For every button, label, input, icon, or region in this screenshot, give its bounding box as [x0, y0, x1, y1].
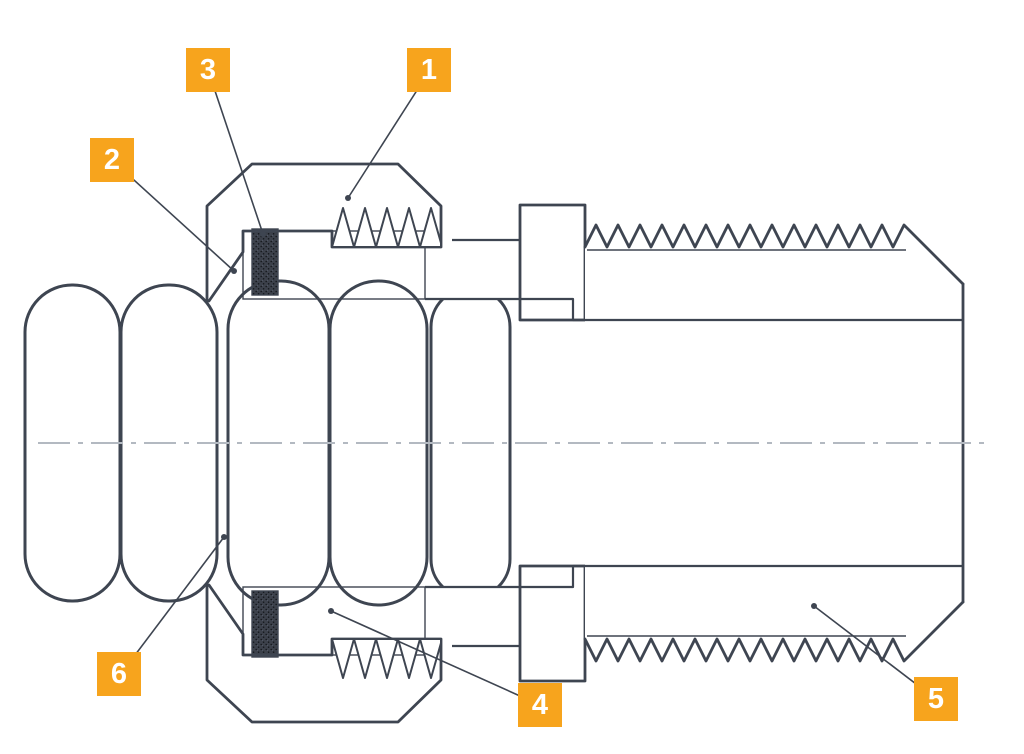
leader-dot-4 [328, 608, 334, 614]
seal-ferrule [242, 230, 426, 300]
leader-dot-2 [231, 268, 237, 274]
callout-6-number: 6 [110, 657, 128, 690]
callout-6: 6 [97, 652, 141, 696]
body-neck [441, 240, 520, 300]
nut-thread-mesh [331, 207, 442, 248]
callout-3: 3 [186, 48, 230, 92]
gasket [251, 228, 279, 296]
callout-1-number: 1 [420, 53, 438, 86]
callout-1: 1 [407, 48, 451, 92]
callout-3-number: 3 [199, 53, 217, 86]
fitting-upper-half [205, 162, 965, 445]
leader-dot-3 [260, 231, 266, 237]
hex-flange [518, 203, 587, 322]
leader-line-3 [207, 69, 264, 235]
callout-2: 2 [90, 138, 134, 182]
leader-dot-5 [811, 603, 817, 609]
leader-line-4 [330, 610, 541, 706]
threaded-body [585, 225, 963, 443]
male-thread-profile [583, 223, 965, 286]
callout-5-number: 5 [927, 682, 945, 715]
bore-line [425, 297, 963, 322]
callout-5: 5 [914, 677, 958, 721]
callout-4: 4 [518, 683, 562, 727]
leader-dot-1 [345, 195, 351, 201]
leader-dot-6 [221, 534, 227, 540]
callout-4-number: 4 [531, 688, 549, 721]
callout-2-number: 2 [103, 143, 121, 176]
